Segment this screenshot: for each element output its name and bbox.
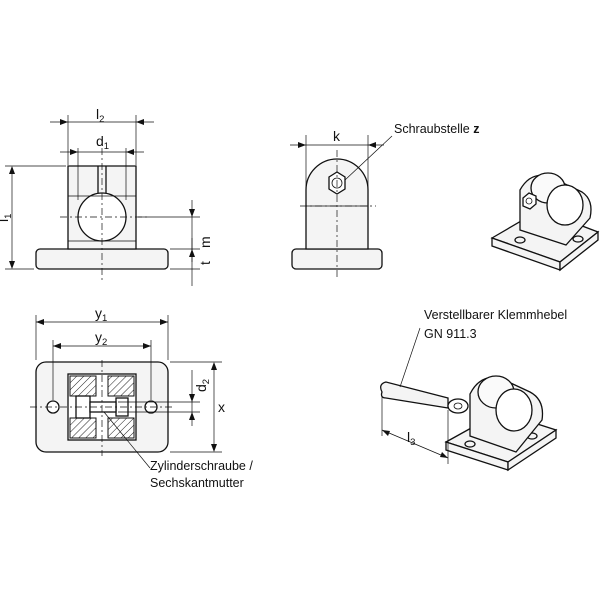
leader-lever	[399, 327, 421, 388]
label-d2: d2	[193, 379, 212, 392]
label-d1: d1	[96, 133, 109, 152]
dim-y2	[52, 340, 152, 400]
note-screw-line1: Zylinderschraube /	[150, 459, 253, 473]
dim-d2	[118, 370, 200, 426]
note-screw-line2: Sechskantmutter	[150, 476, 244, 490]
label-l1: l1	[0, 214, 14, 222]
label-y2: y2	[95, 329, 107, 348]
iso-view-lever	[380, 375, 558, 472]
label-y1: y1	[95, 305, 107, 324]
leader-screw	[103, 411, 151, 469]
note-lever-line2: GN 911.3	[424, 327, 477, 341]
label-m: m	[197, 236, 213, 248]
dim-x	[170, 361, 222, 453]
side-view	[291, 150, 383, 280]
label-t: t	[197, 261, 213, 265]
side-clamp-body	[305, 158, 369, 250]
label-k: k	[333, 128, 341, 144]
dim-d1	[60, 148, 144, 200]
dim-y1	[35, 315, 169, 360]
label-l2: l2	[96, 106, 104, 125]
dim-t	[170, 238, 200, 286]
label-x: x	[218, 399, 225, 415]
top-view	[30, 360, 174, 456]
iso-hex-nut	[522, 192, 537, 210]
leader-screw-point	[344, 135, 393, 181]
clamp-lever	[380, 381, 449, 409]
dim-l2	[50, 115, 154, 165]
note-lever-line1: Verstellbarer Klemmhebel	[424, 308, 567, 322]
front-view	[35, 148, 169, 280]
dim-k	[290, 135, 384, 188]
label-l3: l3	[407, 429, 415, 448]
note-screw-point: Schraubstelle z	[394, 122, 479, 136]
iso-view-screw	[490, 172, 600, 272]
dim-l3	[381, 396, 449, 464]
dim-l1	[5, 165, 66, 270]
